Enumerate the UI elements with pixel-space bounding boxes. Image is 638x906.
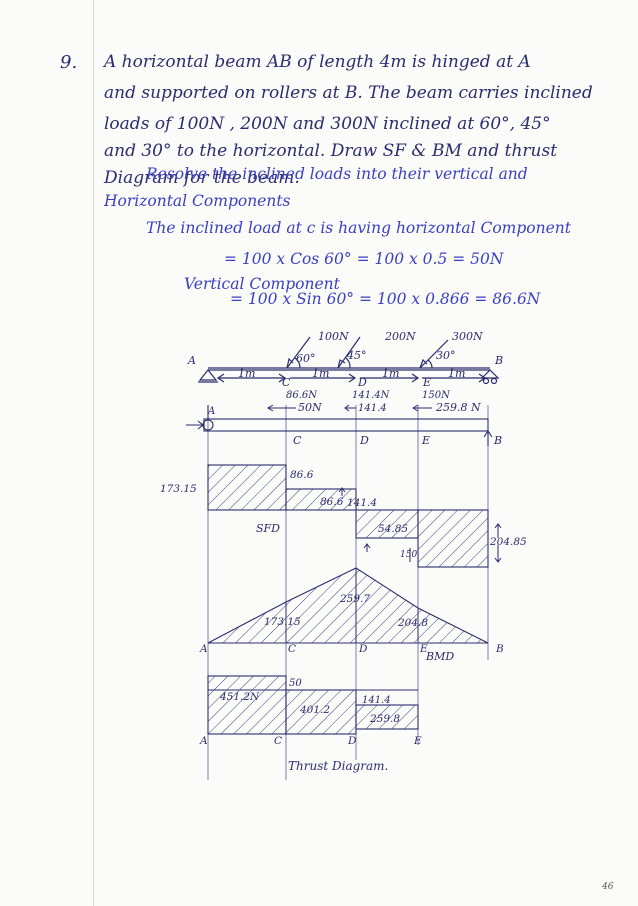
bmd-point-e: E [419,643,428,655]
load-arrow-e [419,339,449,369]
sfd-value-e: 150 [400,550,417,560]
beam-loading-diagram [198,336,500,385]
thrust-point-c: C [274,735,282,747]
bmd-value-c: 173.15 [264,616,301,628]
sfd-region-eb [417,509,489,568]
beam-point-b: B [494,354,503,367]
horizontal-calc: = 100 x Cos 60° = 100 x 0.5 = 50N [224,250,504,268]
sfd-value-d-top: 141.4 [347,497,377,509]
angle-label-c: 60° [296,352,316,365]
vertical-component-c: 86.6N [286,390,318,401]
beam-point-d: D [357,376,367,389]
sfd-value-b: 204.85 [489,536,527,548]
beam-point-c: C [282,376,291,389]
free-body-point-e: E [421,434,430,447]
horizontal-component-c: 50N [298,401,322,414]
bmd-point-d: D [358,643,368,655]
angle-label-e: 30° [436,349,456,362]
sfd-value-d-bottom: 54.85 [378,523,408,535]
vertical-component-d: 141.4N [352,390,391,401]
sfd-value-c-top: 86.6 [290,469,314,481]
shear-force-diagram: 173.15 86.6 86.6 141.4 54.85 150 204.85 … [160,464,527,568]
span-label-cd: 1m [312,367,329,380]
question-line-5: Diagram for the beam. [104,168,300,188]
free-body-point-b: B [493,434,502,447]
horizontal-component-e: 259.8 N [435,401,481,414]
thrust-point-e: E [413,735,422,747]
thrust-value-c: 50 [289,678,302,689]
span-label-de: 1m [382,367,399,380]
thrust-value-cd: 401.2 [299,704,330,716]
question-line-4: and 30° to the horizontal. Draw SF & BM … [104,141,558,161]
bending-moment-diagram: 173.15 259.7 204.8 BMD A C D E B [199,567,504,663]
vertical-component-e: 150N [422,390,451,401]
bmd-value-d: 259.7 [339,593,370,605]
thrust-value-a: 451.2N [219,691,260,703]
sfd-region-ac [207,464,287,511]
load-label-d: 200N [384,330,416,343]
sfd-value-c-bottom: 86.6 [320,496,344,508]
sfd-region-cd [285,488,357,511]
bmd-point-c: C [288,643,296,655]
question-number: 9. [60,52,78,73]
sfd-label: SFD [256,522,280,535]
angle-label-d: 45° [346,349,367,362]
question-line-2: and supported on rollers at B. The beam … [104,83,593,103]
load-arrow-c [286,336,311,369]
resolve-line-1: Resolve the inclined loads into their ve… [146,165,528,183]
beam-point-a: A [187,354,196,367]
sfd-region-de [355,509,419,539]
span-label-eb: 1m [448,367,465,380]
roller-support-icon [480,369,500,379]
thrust-value-de: 259.8 [369,713,400,725]
horizontal-component-d: 141.4 [358,403,387,414]
thrust-diagram: 451.2N 50 401.2 141.4 259.8 A C D E Thru… [199,675,422,773]
bmd-region [207,567,489,644]
vertical-calc: = 100 x Sin 60° = 100 x 0.866 = 86.6N [230,290,541,308]
thrust-point-d: D [347,735,357,747]
thrust-region-ac [207,675,287,735]
page-margin-line [93,0,94,906]
thrust-point-a: A [199,735,208,747]
beam-point-e: E [422,376,431,389]
vertical-intro: Vertical Component [184,275,340,293]
resolve-line-2: Horizontal Components [104,192,291,210]
free-body-point-c: C [293,434,302,447]
question-line-1: A horizontal beam AB of length 4m is hin… [104,52,531,72]
question-line-3: loads of 100N , 200N and 300N inclined a… [104,114,551,134]
sfd-value-a: 173.15 [160,483,197,495]
hinge-support-icon [198,369,218,381]
bmd-label: BMD [425,650,454,663]
free-body-point-a: A [207,406,215,417]
bmd-point-b: B [495,643,504,655]
load-arrow-d [337,336,361,369]
free-body-point-d: D [359,434,369,447]
bmd-point-a: A [199,643,208,655]
span-label-ac: 1m [238,367,255,380]
thrust-value-d: 141.4 [362,695,391,706]
load-label-c: 100N [318,330,349,343]
thrust-region-de [355,704,419,730]
bmd-value-e: 204.8 [397,617,428,629]
page-number: 46 [602,882,614,892]
load-label-e: 300N [452,330,483,343]
horizontal-intro: The inclined load at c is having horizon… [146,219,571,237]
thrust-label: Thrust Diagram. [288,759,388,773]
